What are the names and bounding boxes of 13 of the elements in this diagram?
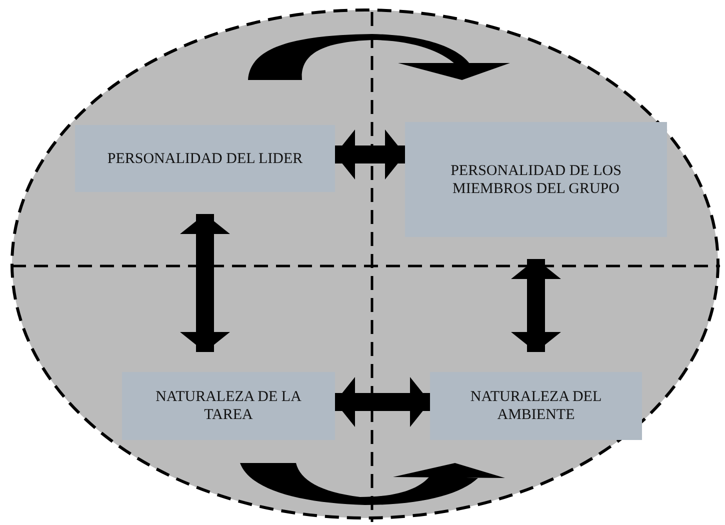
double-arrow (335, 130, 405, 180)
box-label: NATURALEZA DEL AMBIENTE (469, 388, 603, 424)
box-label: PERSONALIDAD DEL LIDER (107, 150, 303, 168)
double-arrow (335, 377, 430, 427)
box-label: NATURALEZA DE LA TAREA (154, 388, 302, 424)
double-arrow (180, 214, 230, 352)
ellipse-shape (10, 8, 720, 520)
text-box (430, 372, 642, 440)
box-label: PERSONALIDAD DE LOS MIEMBROS DEL GRUPO (450, 162, 622, 198)
text-box (75, 125, 335, 192)
double-arrow (511, 259, 561, 352)
text-box (405, 122, 667, 237)
text-box (122, 372, 335, 440)
